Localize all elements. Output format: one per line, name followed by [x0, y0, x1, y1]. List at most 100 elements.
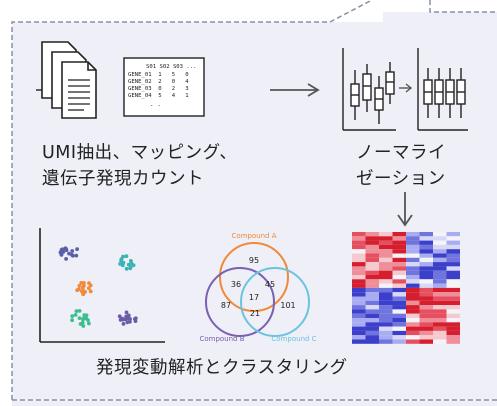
heatmap-cell: [433, 275, 447, 280]
heatmap-cell: [379, 244, 393, 250]
heatmap-cell: [365, 249, 379, 254]
heatmap-cell: [379, 232, 393, 237]
heatmap-cell: [419, 318, 433, 323]
heatmap-cell: [379, 270, 393, 275]
heatmap-cell: [352, 270, 366, 275]
heatmap-cell: [406, 330, 420, 336]
heatmap-cell: [379, 249, 393, 254]
scatter-point: [117, 314, 122, 319]
heatmap-cell: [379, 339, 393, 344]
scatter-point: [80, 285, 85, 290]
heatmap-cell: [379, 313, 393, 318]
count-matrix-row: GENE_03 0 2 3: [128, 86, 189, 92]
heatmap-cell: [352, 232, 366, 237]
venn-count-abc: 17: [249, 293, 259, 302]
heatmap-cell: [365, 279, 379, 284]
heatmap-cell: [365, 244, 379, 250]
heatmap-cell: [352, 292, 366, 297]
heatmap-cell: [419, 300, 433, 306]
heatmap-cell: [433, 236, 447, 241]
venn-count-a-only: 95: [249, 256, 259, 265]
heatmap-cell: [419, 309, 433, 314]
heatmap-cell: [446, 257, 460, 263]
heatmap-cell: [433, 266, 447, 271]
heatmap-cell: [419, 330, 433, 336]
heatmap-cell: [392, 309, 406, 314]
heatmap-cell: [352, 305, 366, 310]
heatmap-cell: [352, 253, 366, 258]
heatmap-cell: [365, 300, 379, 306]
heatmap-cell: [446, 292, 460, 297]
heatmap-cell: [392, 240, 406, 245]
heatmap-cell: [352, 330, 366, 336]
scatter-point: [121, 260, 126, 265]
bottom-label: 発現変動解析とクラスタリング: [96, 358, 348, 378]
heatmap-cell: [433, 232, 447, 237]
heatmap-cell: [379, 266, 393, 271]
arrow-right-small-icon: [399, 83, 413, 93]
heatmap-cell: [419, 253, 433, 258]
heatmap-cell: [365, 318, 379, 323]
heatmap-cell: [446, 335, 460, 340]
heatmap-cell: [379, 257, 393, 263]
heatmap-cell: [379, 300, 393, 306]
heatmap-cell: [406, 318, 420, 323]
heatmap-cell: [433, 339, 447, 344]
scatter-point: [87, 321, 91, 326]
boxplot-after: [417, 48, 468, 131]
venn-circle-c: [240, 267, 310, 337]
heatmap-cell: [446, 249, 460, 254]
scatter-point: [70, 253, 75, 258]
heatmap-cell: [392, 318, 406, 323]
heatmap-cell: [446, 232, 460, 237]
heatmap-cell: [406, 300, 420, 306]
heatmap-cell: [365, 330, 379, 336]
heatmap-cell: [446, 339, 460, 344]
scatter-point: [74, 309, 79, 313]
heatmap-cell: [352, 249, 366, 254]
scatter-point: [124, 266, 129, 271]
heatmap-cell: [352, 300, 366, 306]
heatmap-cell: [406, 262, 420, 267]
scatter-point: [75, 247, 79, 252]
heatmap-cell: [406, 236, 420, 241]
heatmap-cell: [392, 232, 406, 237]
heatmap-cell: [392, 339, 406, 344]
heatmap-cell: [352, 335, 366, 340]
heatmap-cell: [446, 330, 460, 336]
heatmap-cell: [406, 253, 420, 258]
heatmap-cell: [365, 326, 379, 331]
venn-count-c-only: 101: [280, 301, 295, 310]
venn-set-label-b: Compound B: [199, 335, 244, 343]
scatter-point: [121, 322, 126, 326]
heatmap-cell: [352, 287, 366, 293]
heatmap-cell: [392, 249, 406, 254]
heatmap-cell: [433, 309, 447, 314]
heatmap-cell: [406, 339, 420, 344]
heatmap-cell: [419, 240, 433, 245]
heatmap-cell: [392, 322, 406, 327]
heatmap-cell: [406, 279, 420, 284]
heatmap-cell: [433, 253, 447, 258]
heatmap-cell: [365, 296, 379, 301]
scatter-point: [121, 254, 125, 259]
heatmap-cell: [446, 318, 460, 323]
heatmap-cell: [406, 292, 420, 297]
heatmap-cell: [406, 309, 420, 314]
heatmap-cell: [379, 240, 393, 245]
heatmap-cell: [379, 262, 393, 267]
heatmap-cell: [365, 266, 379, 271]
heatmap-cell: [379, 275, 393, 280]
umi-label-line1: UMI抽出、マッピング、: [42, 143, 238, 163]
scatter-point: [70, 318, 74, 323]
heatmap-cell: [392, 270, 406, 275]
heatmap-cell: [446, 240, 460, 245]
scatter-point: [133, 317, 137, 321]
heatmap-cell: [352, 339, 366, 344]
heatmap-cell: [433, 313, 447, 318]
heatmap-cell: [352, 309, 366, 314]
venn-set-label-a: Compound A: [231, 232, 276, 240]
heatmap-cell: [446, 326, 460, 331]
heatmap: [352, 232, 460, 344]
heatmap-cell: [433, 326, 447, 331]
